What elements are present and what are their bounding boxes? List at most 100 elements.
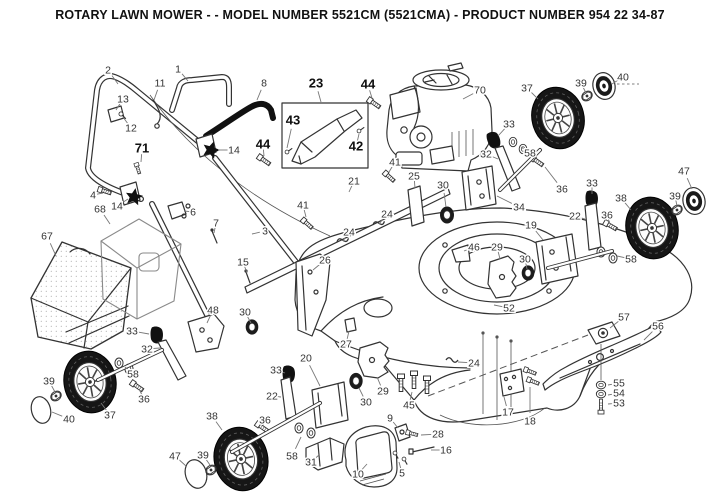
- callout-28: 28: [432, 429, 444, 441]
- hubcap-40: [589, 69, 619, 103]
- callout-18: 18: [524, 416, 536, 428]
- part-grass-bag: [30, 241, 132, 350]
- leader-line-40: [611, 79, 619, 85]
- gear-sector-29b: [357, 341, 390, 379]
- callout-5: 5: [399, 468, 405, 480]
- callout-38: 38: [206, 411, 218, 423]
- leader-line-44: [369, 90, 373, 99]
- leader-line-22: [275, 395, 282, 398]
- leader-line-40: [51, 411, 63, 417]
- leader-line-30: [247, 316, 252, 324]
- callout-33: 33: [586, 178, 598, 190]
- callout-39: 39: [669, 191, 681, 203]
- leader-line-24: [457, 361, 468, 364]
- callout-14: 14: [228, 145, 240, 157]
- leader-line-67: [49, 243, 57, 257]
- leader-line-29: [497, 251, 501, 260]
- callout-29: 29: [491, 242, 503, 254]
- leader-line-37: [531, 92, 539, 100]
- callout-33: 33: [503, 119, 515, 131]
- callout-31: 31: [305, 457, 317, 469]
- leader-line-68: [103, 214, 111, 225]
- callout-39: 39: [575, 78, 587, 90]
- leader-line-39: [675, 199, 678, 207]
- callout-14: 14: [111, 201, 123, 213]
- part-flag-46: [451, 244, 471, 263]
- callout-55: 55: [613, 378, 625, 390]
- leader-line-4: [96, 192, 104, 195]
- leader-line-58: [520, 146, 527, 151]
- callout-3: 3: [262, 226, 268, 238]
- hubcap-47-front: [184, 459, 208, 489]
- callout-58: 58: [625, 254, 637, 266]
- leader-line-11: [153, 89, 159, 101]
- leader-line-23: [317, 91, 322, 103]
- left-height-adjuster: [96, 313, 225, 394]
- leader-line-24: [378, 217, 385, 225]
- callout-4: 4: [90, 190, 96, 202]
- callout-68: 68: [94, 204, 106, 216]
- callout-45: 45: [403, 400, 415, 412]
- callout-30: 30: [519, 254, 531, 266]
- callout-21: 21: [348, 176, 360, 188]
- leader-line-30: [443, 192, 447, 208]
- callout-6: 6: [190, 207, 196, 219]
- callout-32: 32: [480, 149, 492, 161]
- callout-33: 33: [126, 326, 138, 338]
- callout-32: 32: [141, 344, 153, 356]
- callout-15: 15: [237, 257, 249, 269]
- callout-12: 12: [125, 123, 137, 135]
- axle-nut-39a: [579, 88, 595, 104]
- callout-22: 22: [266, 391, 278, 403]
- callout-36: 36: [138, 394, 150, 406]
- leader-line-3: [251, 231, 260, 235]
- callout-37: 37: [104, 410, 116, 422]
- leader-line-32: [152, 347, 161, 350]
- leader-line-56: [643, 331, 653, 341]
- callout-70: 70: [474, 85, 486, 97]
- callout-39: 39: [43, 376, 55, 388]
- leader-line-30: [525, 262, 528, 270]
- callout-30: 30: [360, 397, 372, 409]
- callout-30: 30: [239, 307, 251, 319]
- callout-52: 52: [503, 303, 515, 315]
- hardware-under-deck: [391, 370, 435, 467]
- front-height-adjuster: [230, 341, 398, 488]
- callout-20: 20: [300, 353, 312, 365]
- leader-line-39: [205, 458, 211, 466]
- part-discharge-guard-kit: [255, 96, 382, 169]
- callout-56: 56: [652, 321, 664, 333]
- wheel-37-rear: [524, 80, 592, 156]
- callout-27: 27: [340, 339, 352, 351]
- leader-line-53: [607, 402, 615, 405]
- callout-37: 37: [521, 83, 533, 95]
- callout-40: 40: [63, 414, 75, 426]
- callout-42: 42: [349, 139, 363, 154]
- bracket-6: [167, 201, 191, 220]
- callout-47: 47: [678, 166, 690, 178]
- leader-line-8: [256, 89, 262, 101]
- callout-10: 10: [352, 469, 364, 481]
- callout-39: 39: [197, 450, 209, 462]
- leader-line-28: [420, 433, 432, 436]
- leader-line-47: [179, 459, 187, 467]
- callout-24: 24: [343, 227, 355, 239]
- leader-line-32: [490, 155, 499, 160]
- leader-line-57: [609, 321, 619, 329]
- leader-line-20: [309, 364, 321, 387]
- leader-line-30: [358, 387, 364, 397]
- leader-line-17: [503, 396, 507, 407]
- part-handle-clamps: [119, 133, 222, 206]
- leader-line-38: [624, 202, 632, 211]
- leader-line-13: [115, 103, 121, 111]
- leader-line-36: [607, 218, 611, 225]
- leader-line-12: [122, 116, 129, 124]
- clip-27: [344, 317, 357, 333]
- leader-line-22: [578, 216, 586, 220]
- bracket-17-18: [499, 366, 541, 397]
- part-blade-assembly: [542, 321, 662, 415]
- leader-line-70: [462, 93, 474, 100]
- callout-25: 25: [408, 171, 420, 183]
